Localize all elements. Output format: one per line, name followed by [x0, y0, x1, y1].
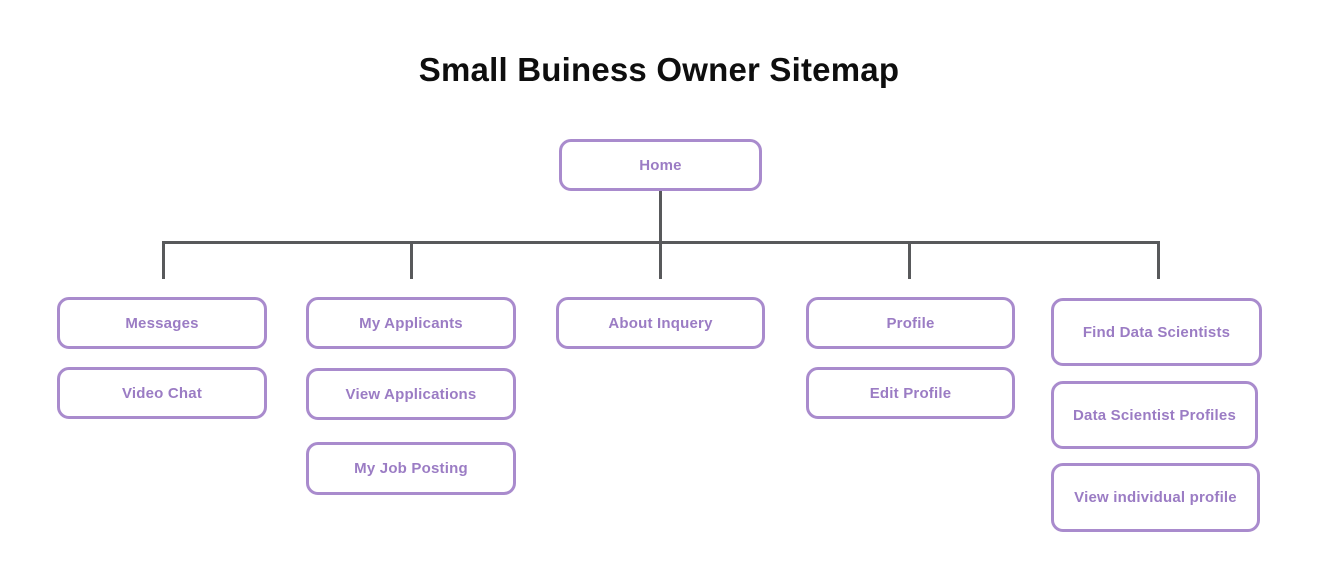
node-view-individual-profile[interactable]: View individual profile: [1051, 463, 1260, 532]
node-home-label: Home: [639, 156, 682, 174]
connector-bus: [162, 241, 1160, 244]
node-view-applications[interactable]: View Applications: [306, 368, 516, 420]
connector-drop-2: [410, 241, 413, 279]
node-data-scientist-profiles-label: Data Scientist Profiles: [1073, 406, 1236, 424]
node-edit-profile-label: Edit Profile: [869, 384, 952, 402]
node-profile[interactable]: Profile: [806, 297, 1015, 349]
node-messages[interactable]: Messages: [57, 297, 267, 349]
node-view-applications-label: View Applications: [345, 385, 477, 403]
node-about-inquery-label: About Inquery: [608, 314, 713, 332]
node-find-data-scientists[interactable]: Find Data Scientists: [1051, 298, 1262, 366]
node-my-applicants[interactable]: My Applicants: [306, 297, 516, 349]
node-home[interactable]: Home: [559, 139, 762, 191]
node-video-chat-label: Video Chat: [121, 384, 203, 402]
node-data-scientist-profiles[interactable]: Data Scientist Profiles: [1051, 381, 1258, 449]
connector-home-stem: [659, 189, 662, 243]
connector-drop-5: [1157, 241, 1160, 279]
node-my-job-posting[interactable]: My Job Posting: [306, 442, 516, 495]
node-profile-label: Profile: [886, 314, 935, 332]
connector-drop-3: [659, 241, 662, 279]
node-edit-profile[interactable]: Edit Profile: [806, 367, 1015, 419]
node-video-chat[interactable]: Video Chat: [57, 367, 267, 419]
node-messages-label: Messages: [125, 314, 199, 332]
node-view-individual-profile-label: View individual profile: [1074, 489, 1237, 506]
node-my-job-posting-label: My Job Posting: [354, 460, 468, 477]
page-title: Small Buiness Owner Sitemap: [418, 51, 900, 88]
node-about-inquery[interactable]: About Inquery: [556, 297, 765, 349]
connector-drop-4: [908, 241, 911, 279]
node-my-applicants-label: My Applicants: [359, 314, 463, 332]
node-find-data-scientists-label: Find Data Scientists: [1082, 323, 1231, 341]
connector-drop-1: [162, 241, 165, 279]
